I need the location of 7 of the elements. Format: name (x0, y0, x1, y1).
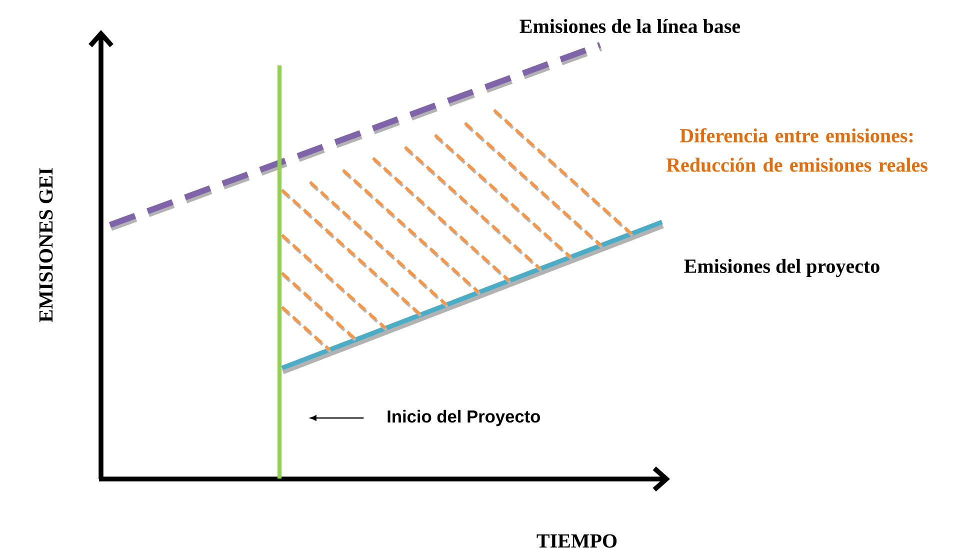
annotation-text: Inicio del Proyecto (388, 410, 540, 426)
arrow (310, 415, 364, 421)
line-label: Emisiones de la línea base (520, 18, 740, 34)
line-label: Emisiones del proyecto (684, 258, 880, 278)
annotation-text: Diferencia entre emisiones: Reducción de emisiones reales (666, 128, 928, 172)
axis-label: TIEMPO (536, 534, 617, 548)
axis-label: EMISIONES GEI (39, 168, 53, 322)
